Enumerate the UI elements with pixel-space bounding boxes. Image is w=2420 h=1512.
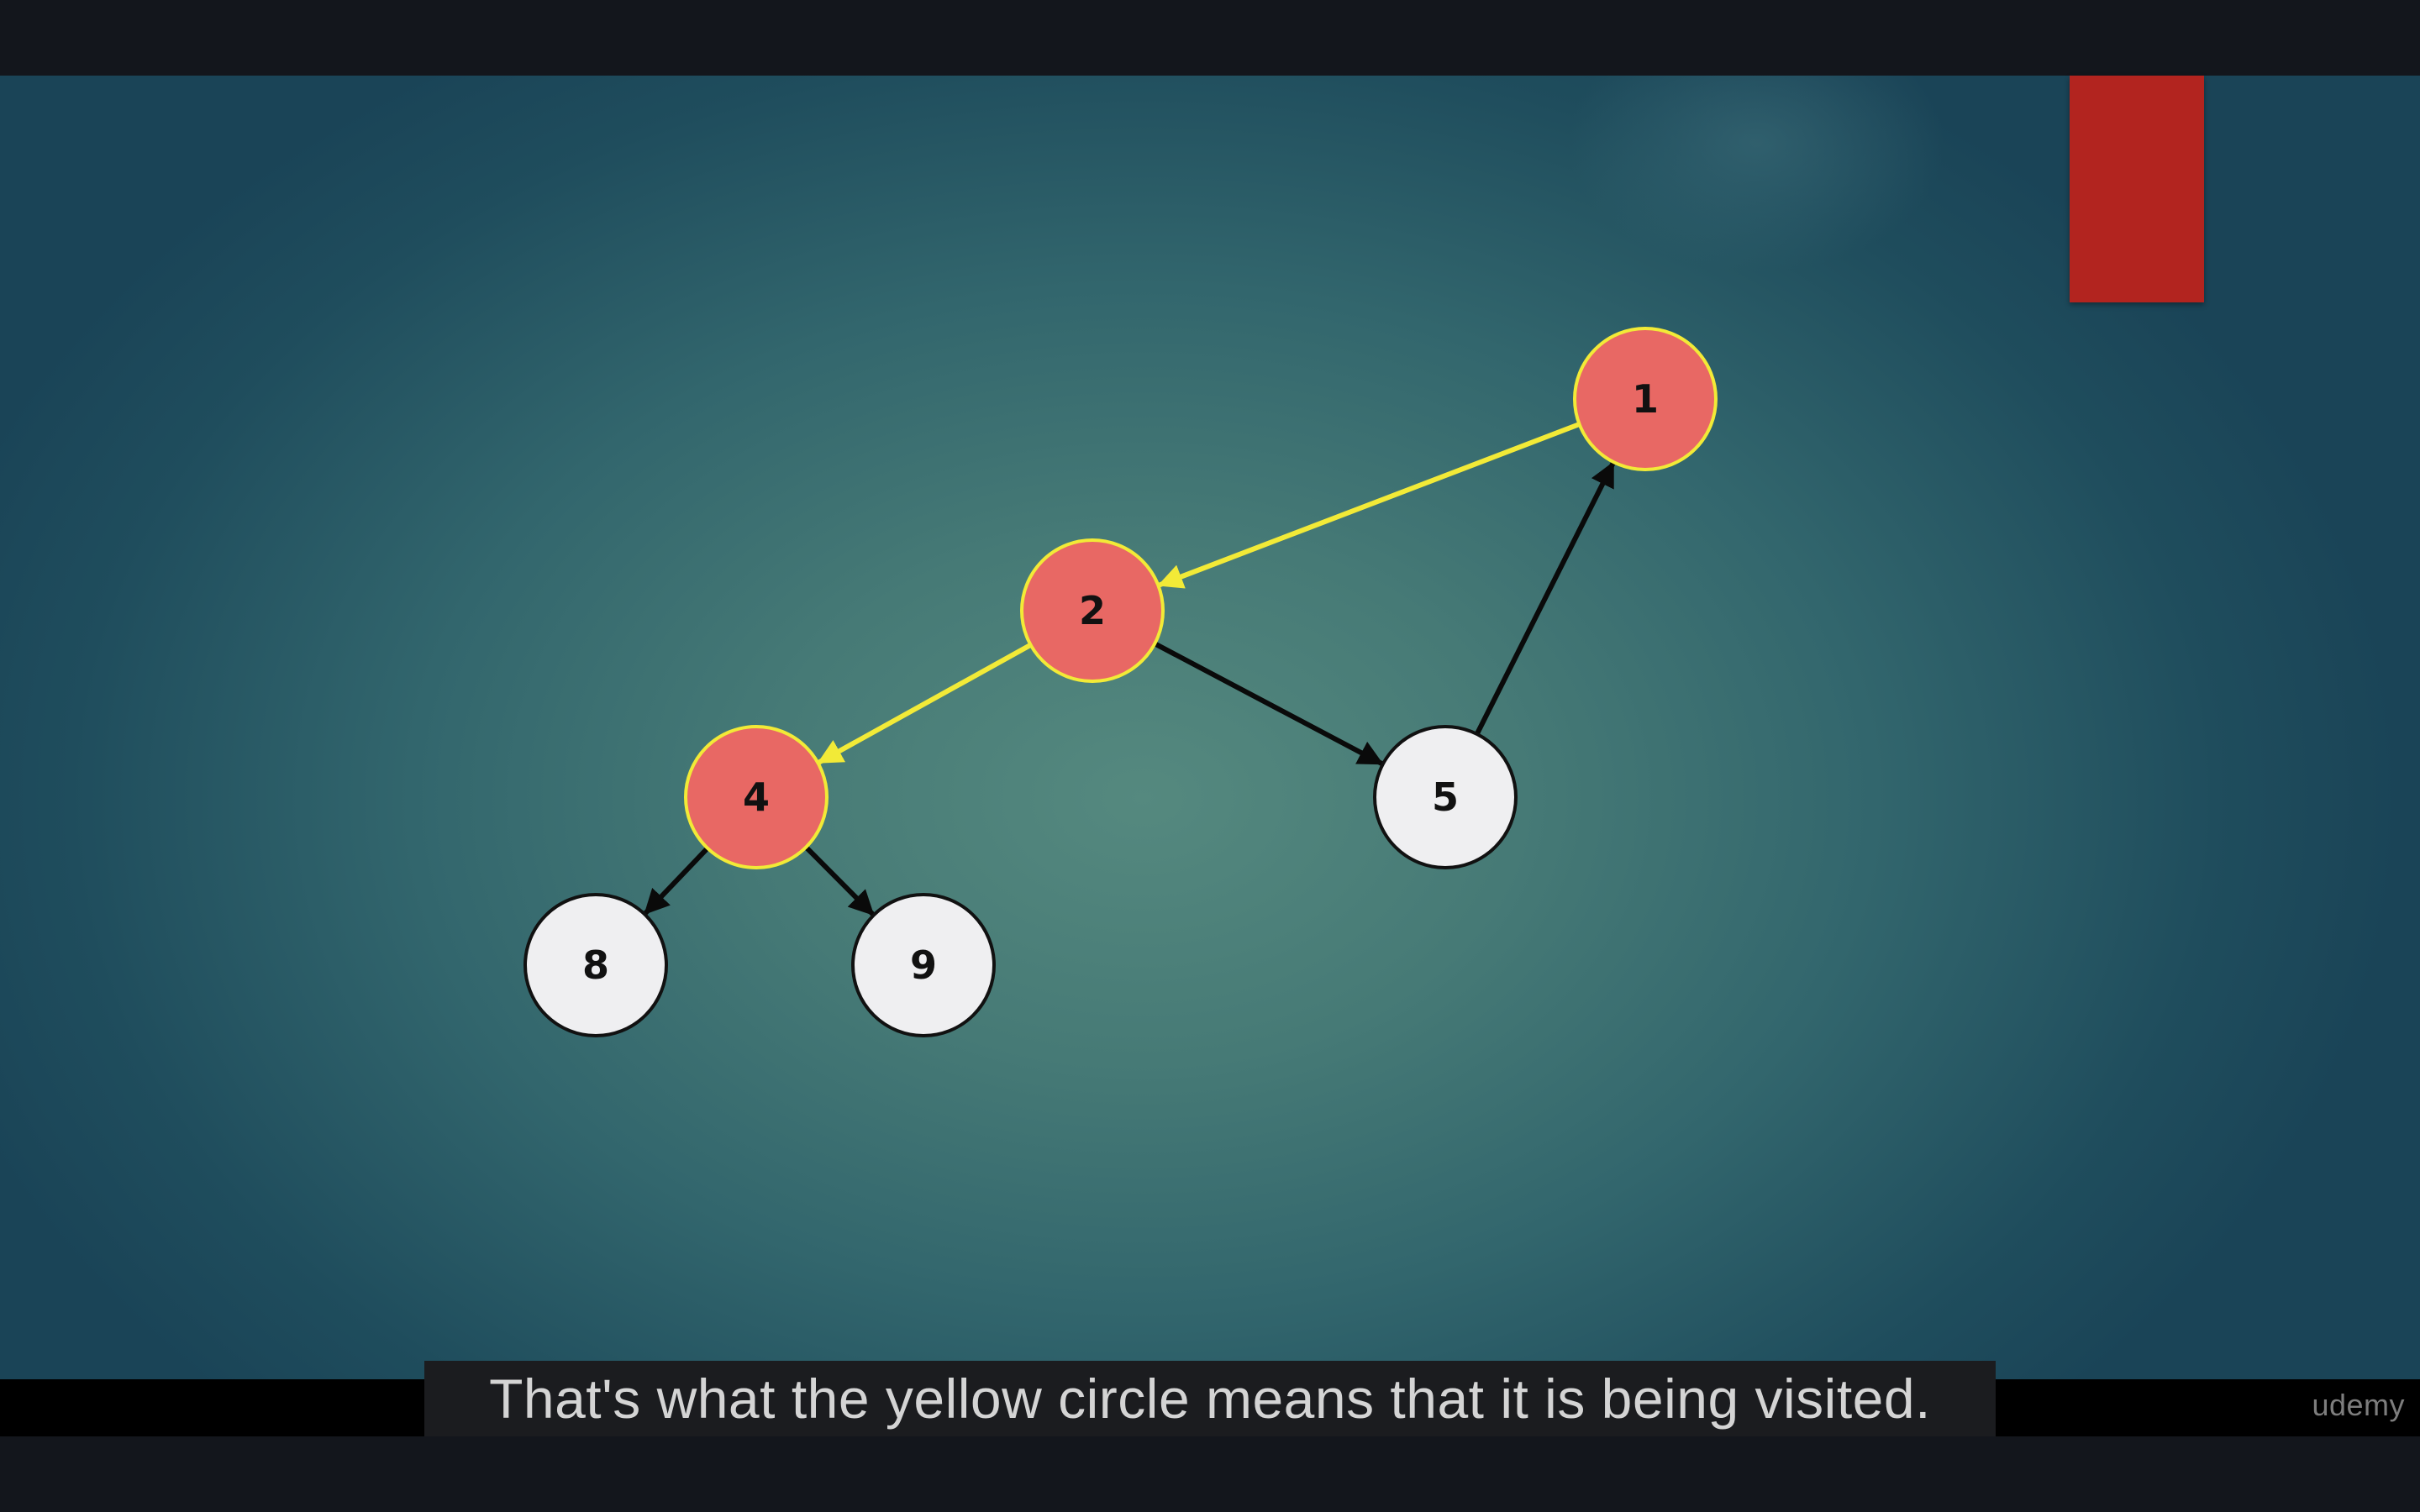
edge-4-to-8: [643, 847, 709, 916]
node-label-1: 1: [1632, 376, 1659, 422]
edge-4-to-9: [804, 845, 876, 917]
edge-5-to-1: [1475, 460, 1616, 736]
edge-2-to-5: [1154, 642, 1384, 766]
edges-layer: [643, 422, 1616, 917]
udemy-watermark: udemy: [2312, 1388, 2405, 1422]
node-circle-1: [1573, 327, 1718, 471]
slide-red-accent-tab: [2070, 76, 2204, 302]
node-label-8: 8: [582, 942, 609, 988]
top-letterbox-bar: [0, 0, 2420, 76]
graph-node-9: 9: [851, 893, 996, 1037]
edge-1-to-2: [1157, 422, 1581, 589]
node-circle-5: [1373, 725, 1518, 869]
nodes-layer: 1 2 4 5 8 9: [523, 327, 1718, 1037]
graph-node-4: 4: [684, 725, 829, 869]
bottom-letterbox-bar: [0, 1436, 2420, 1512]
graph-node-2: 2: [1020, 538, 1165, 683]
node-label-9: 9: [910, 942, 937, 988]
caption-text: That's what the yellow circle means that…: [489, 1368, 1931, 1430]
node-circle-9: [851, 893, 996, 1037]
node-label-2: 2: [1079, 588, 1106, 633]
node-label-5: 5: [1432, 774, 1459, 820]
caption-box: That's what the yellow circle means that…: [424, 1361, 1996, 1436]
node-circle-4: [684, 725, 829, 869]
graph-node-5: 5: [1373, 725, 1518, 869]
node-label-4: 4: [743, 774, 770, 820]
node-circle-8: [523, 893, 668, 1037]
slide-background: [0, 76, 2420, 1379]
graph-node-1: 1: [1573, 327, 1718, 471]
node-circle-2: [1020, 538, 1165, 683]
edge-2-to-4: [817, 643, 1032, 765]
graph-node-8: 8: [523, 893, 668, 1037]
